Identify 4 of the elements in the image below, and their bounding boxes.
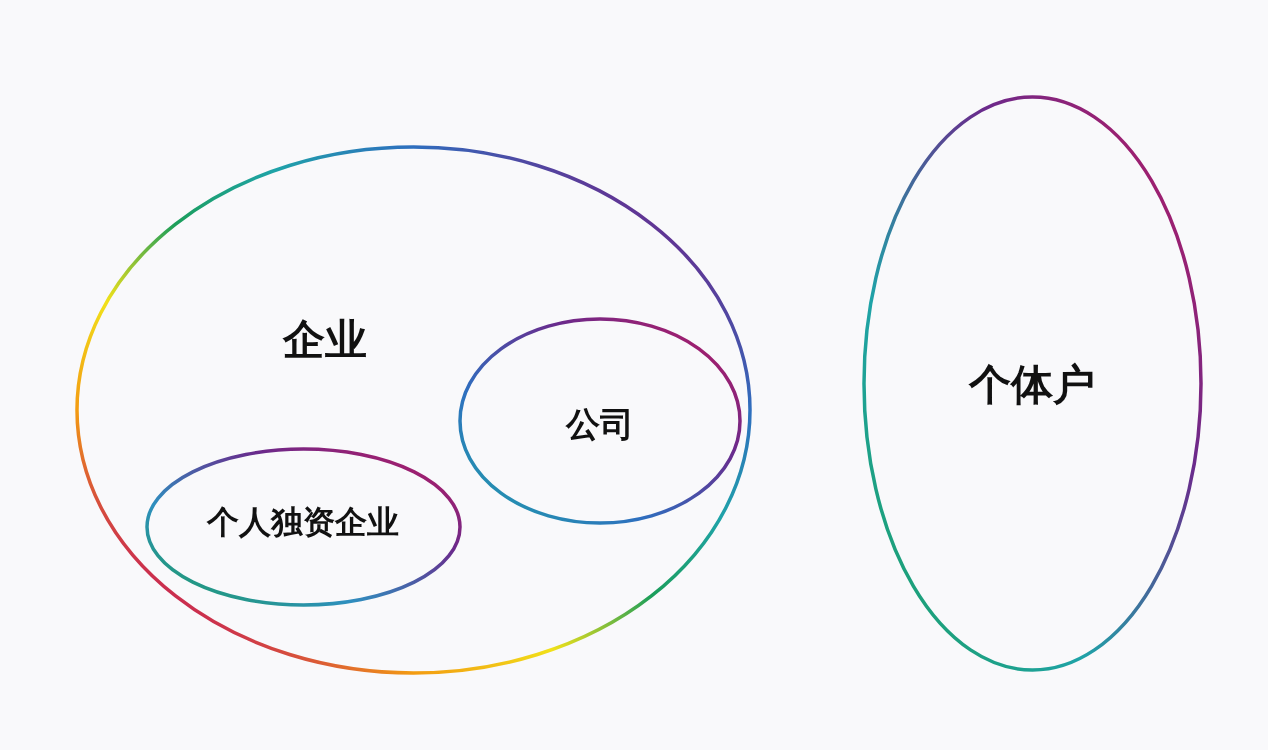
set-label: 个体户	[969, 359, 1095, 411]
set-label: 企业	[283, 314, 367, 366]
set-label: 公司	[566, 403, 634, 446]
set-label: 个人独资企业	[207, 502, 399, 543]
